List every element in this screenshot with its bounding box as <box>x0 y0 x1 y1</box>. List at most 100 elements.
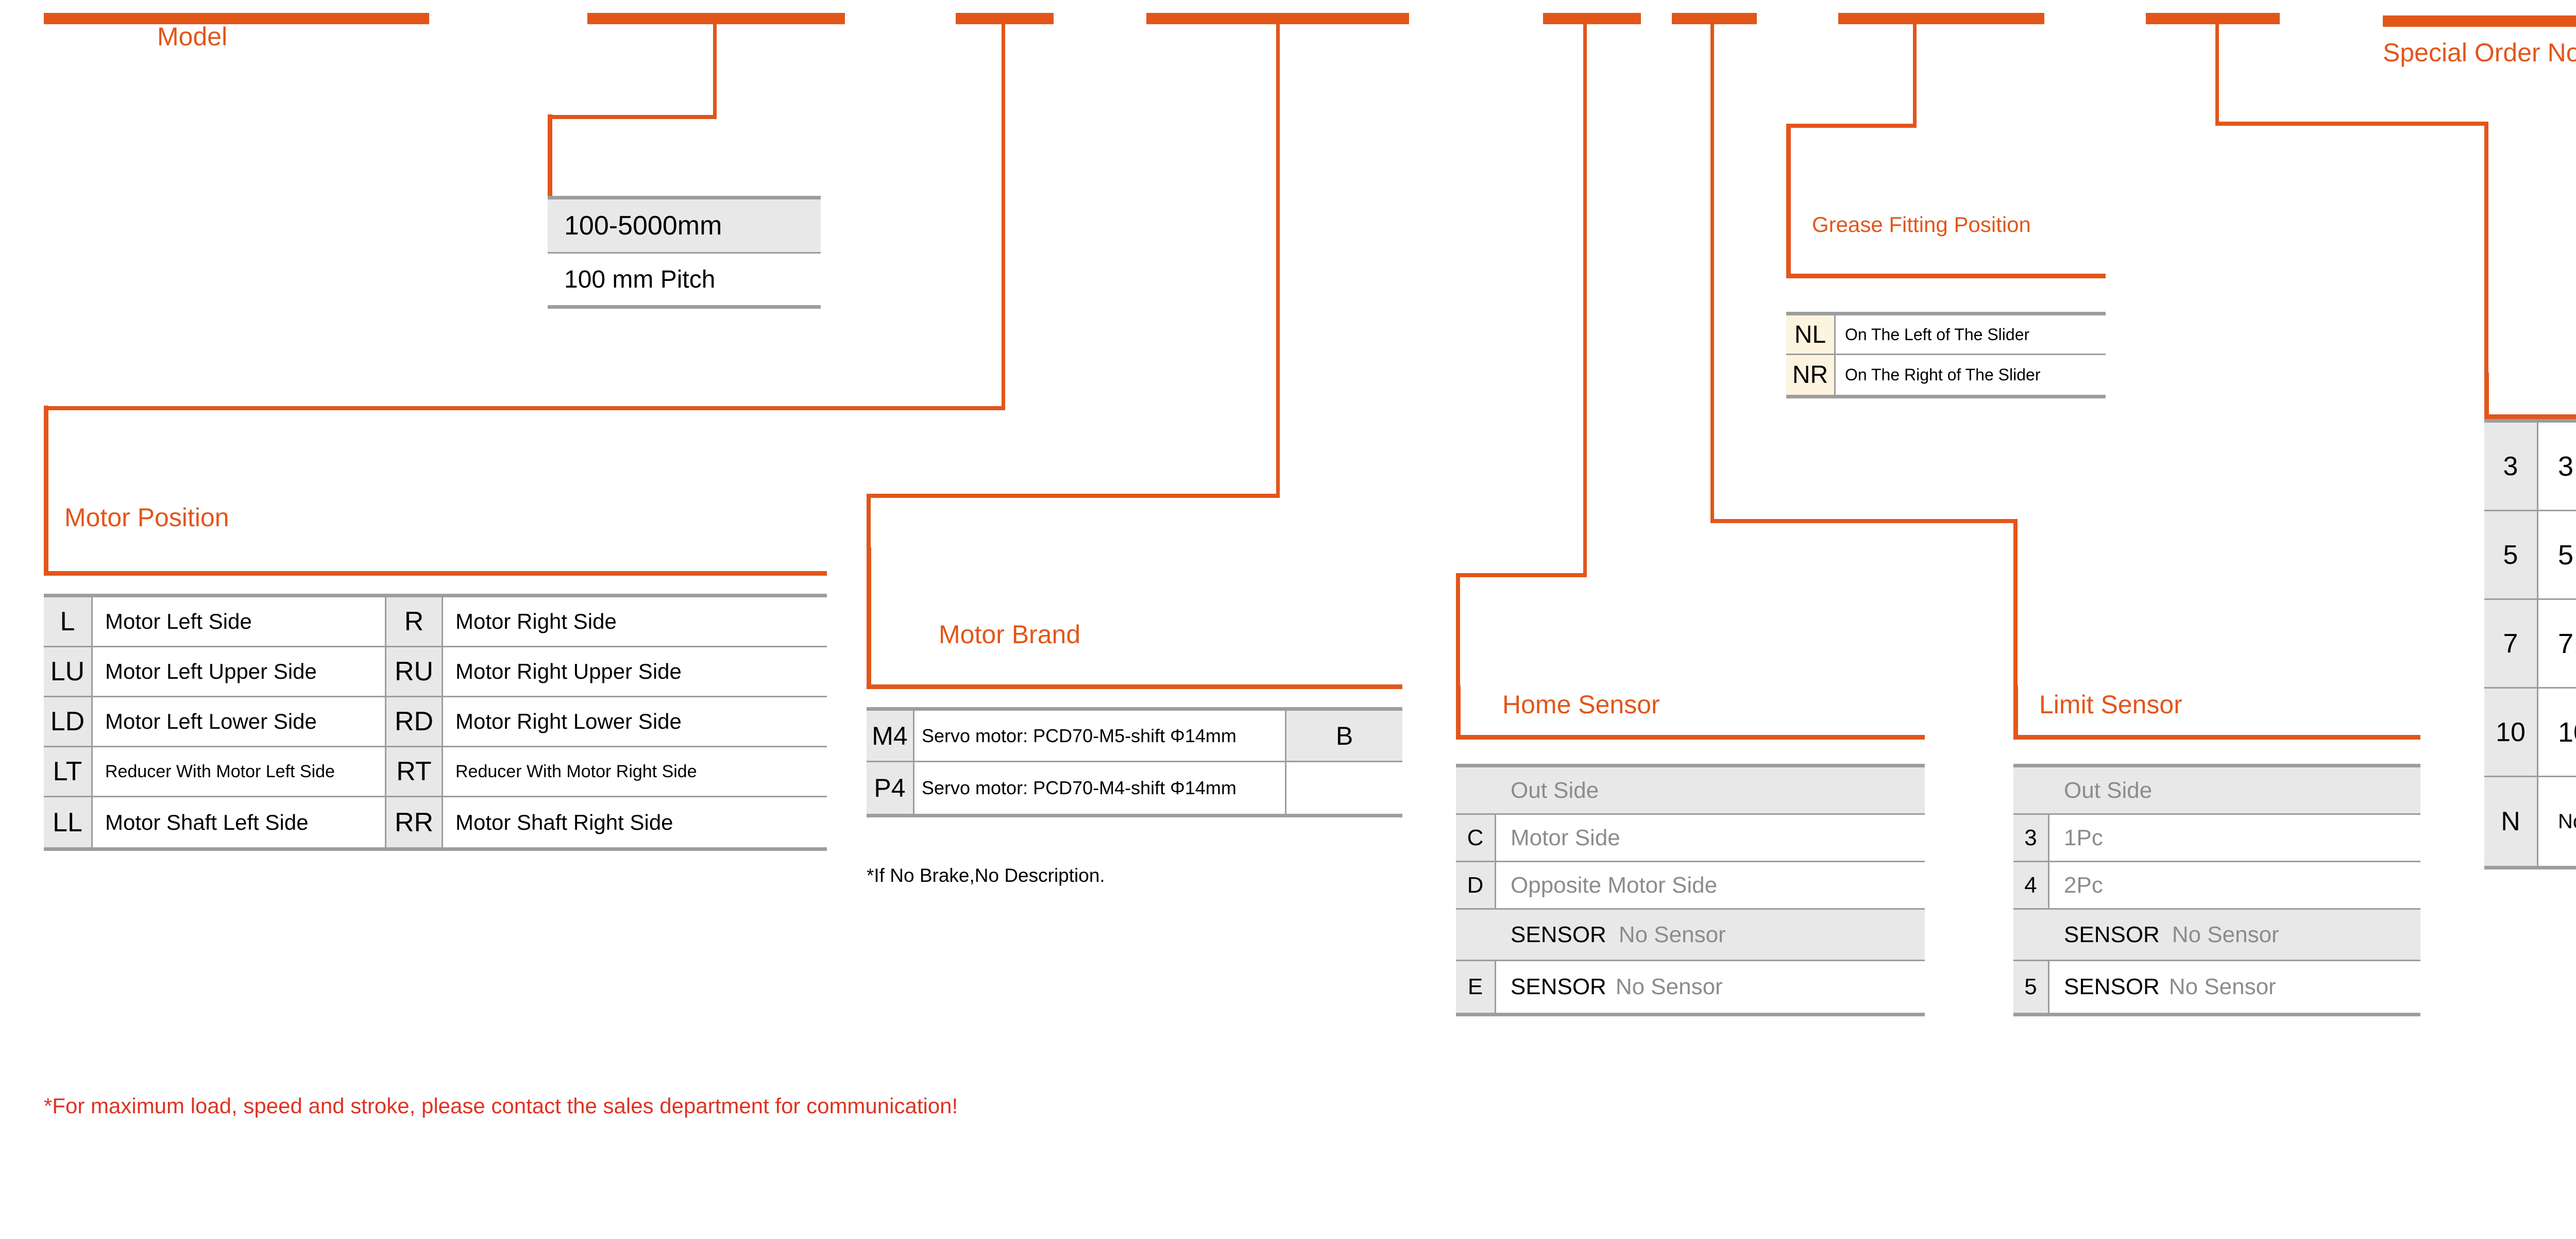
section-title-limit-sensor: Limit Sensor <box>2039 690 2182 719</box>
gearbox-ratio-code: 5 <box>2484 511 2538 598</box>
section-title-home-sensor: Home Sensor <box>1502 690 1660 719</box>
gearbox-ratio-table: 33:155:177:11010:1NNone Gearbox Type <box>2484 419 2576 869</box>
section-title-grease-fitting: Grease Fitting Position <box>1812 212 2031 237</box>
sensor-summary-code: E <box>1456 961 1496 1013</box>
motor-position-right-desc: Motor Right Upper Side <box>443 647 827 696</box>
leader-line-gearbox-h <box>2215 122 2488 126</box>
motor-brand-desc: Servo motor: PCD70-M5-shift Φ14mm <box>914 711 1286 761</box>
gearbox-ratio-row[interactable]: NNone Gearbox Type <box>2484 777 2576 866</box>
motor-position-right-code: RU <box>386 647 443 696</box>
section-limit-sensor: Limit Sensor <box>2013 685 2420 740</box>
gearbox-ratio-value: 7:1 <box>2538 600 2576 687</box>
gearbox-ratio-code: 7 <box>2484 600 2538 687</box>
motor-position-right-code: RT <box>386 747 443 796</box>
home-sensor-bracket-horizontal <box>1456 735 1925 740</box>
section-special-order: Special Order No. <box>2383 13 2576 67</box>
motor-position-left-code: L <box>44 597 93 646</box>
motor-position-right-code: RR <box>386 797 443 847</box>
stroke-row-range[interactable]: 100-5000mm <box>548 199 821 254</box>
leader-line-limit-v2 <box>2013 519 2018 731</box>
sensor-header-row[interactable]: Out Side <box>2013 767 2420 815</box>
motor-brand-brake-code <box>1286 762 1402 814</box>
motor-position-left-code: LU <box>44 647 93 696</box>
motor-position-left-desc: Motor Shaft Left Side <box>93 797 386 847</box>
motor-position-right-desc: Motor Right Lower Side <box>443 697 827 746</box>
gearbox-ratio-value: 5:1 <box>2538 511 2576 598</box>
footer-note: *For maximum load, speed and stroke, ple… <box>44 1094 958 1118</box>
gearbox-bracket-vertical <box>2484 373 2489 419</box>
sensor-option-code: C <box>1456 815 1496 861</box>
gearbox-ratio-code: N <box>2484 777 2538 866</box>
sensor-outside-header: Out Side <box>2013 767 2420 813</box>
grease-bracket-horizontal <box>1786 274 2106 278</box>
sensor-option-desc: Motor Side <box>1496 815 1925 861</box>
sensor-summary-label: SENSOR <box>1511 974 1606 999</box>
motor-position-bracket-horizontal <box>44 571 827 576</box>
sensor-header-row[interactable]: Out Side <box>1456 767 1925 815</box>
leader-line-stroke-v1 <box>713 13 717 119</box>
gearbox-ratio-row[interactable]: 55:1 <box>2484 511 2576 600</box>
sensor-option-desc: 2Pc <box>2049 862 2420 908</box>
gearbox-bracket-horizontal <box>2484 414 2576 419</box>
section-gearbox-ratio: Gearbox Ratio <box>2484 373 2576 419</box>
motor-position-right-desc: Motor Shaft Right Side <box>443 797 827 847</box>
sensor-option-code: 3 <box>2013 815 2049 861</box>
leader-line-limit-v1 <box>1710 13 1714 523</box>
motor-position-left-code: LT <box>44 747 93 796</box>
leader-line-brand-v1 <box>1276 13 1280 497</box>
motor-position-right-desc: Motor Right Side <box>443 597 827 646</box>
leader-bar-home-sensor <box>1543 13 1641 24</box>
leader-line-motorpos-h <box>44 406 1005 410</box>
leader-bar-model <box>44 13 429 24</box>
gearbox-ratio-value: None Gearbox Type <box>2538 777 2576 866</box>
sensor-summary-header-value: No Sensor <box>1618 922 1726 947</box>
motor-position-left-desc: Motor Left Lower Side <box>93 697 386 746</box>
motor-position-right-code: R <box>386 597 443 646</box>
sensor-option-code: D <box>1456 862 1496 908</box>
grease-fitting-code: NR <box>1786 355 1836 395</box>
stroke-pitch-value: 100 mm Pitch <box>548 254 821 305</box>
section-motor-position: Motor Position <box>44 406 827 576</box>
leader-bar-special-order <box>2383 15 2576 27</box>
gearbox-ratio-row[interactable]: 1010:1 <box>2484 689 2576 777</box>
motor-position-left-code: LL <box>44 797 93 847</box>
motor-position-bracket-vertical <box>44 406 48 576</box>
grease-fitting-desc: On The Left of The Slider <box>1836 315 2106 354</box>
sensor-outside-header: Out Side <box>1456 767 1925 813</box>
section-title-motor-position: Motor Position <box>64 503 229 532</box>
grease-fitting-desc: On The Right of The Slider <box>1836 355 2106 395</box>
leader-line-home-v1 <box>1583 13 1587 577</box>
section-home-sensor: Home Sensor <box>1456 685 1925 740</box>
gearbox-ratio-row[interactable]: 33:1 <box>2484 423 2576 511</box>
motor-position-left-desc: Motor Left Upper Side <box>93 647 386 696</box>
stroke-row-pitch[interactable]: 100 mm Pitch <box>548 254 821 305</box>
sensor-option-desc: Opposite Motor Side <box>1496 862 1925 908</box>
gearbox-ratio-row[interactable]: 77:1 <box>2484 600 2576 689</box>
sensor-summary-code: 5 <box>2013 961 2049 1013</box>
stroke-range-value: 100-5000mm <box>548 199 821 252</box>
leader-line-gearbox-v1 <box>2215 13 2219 125</box>
